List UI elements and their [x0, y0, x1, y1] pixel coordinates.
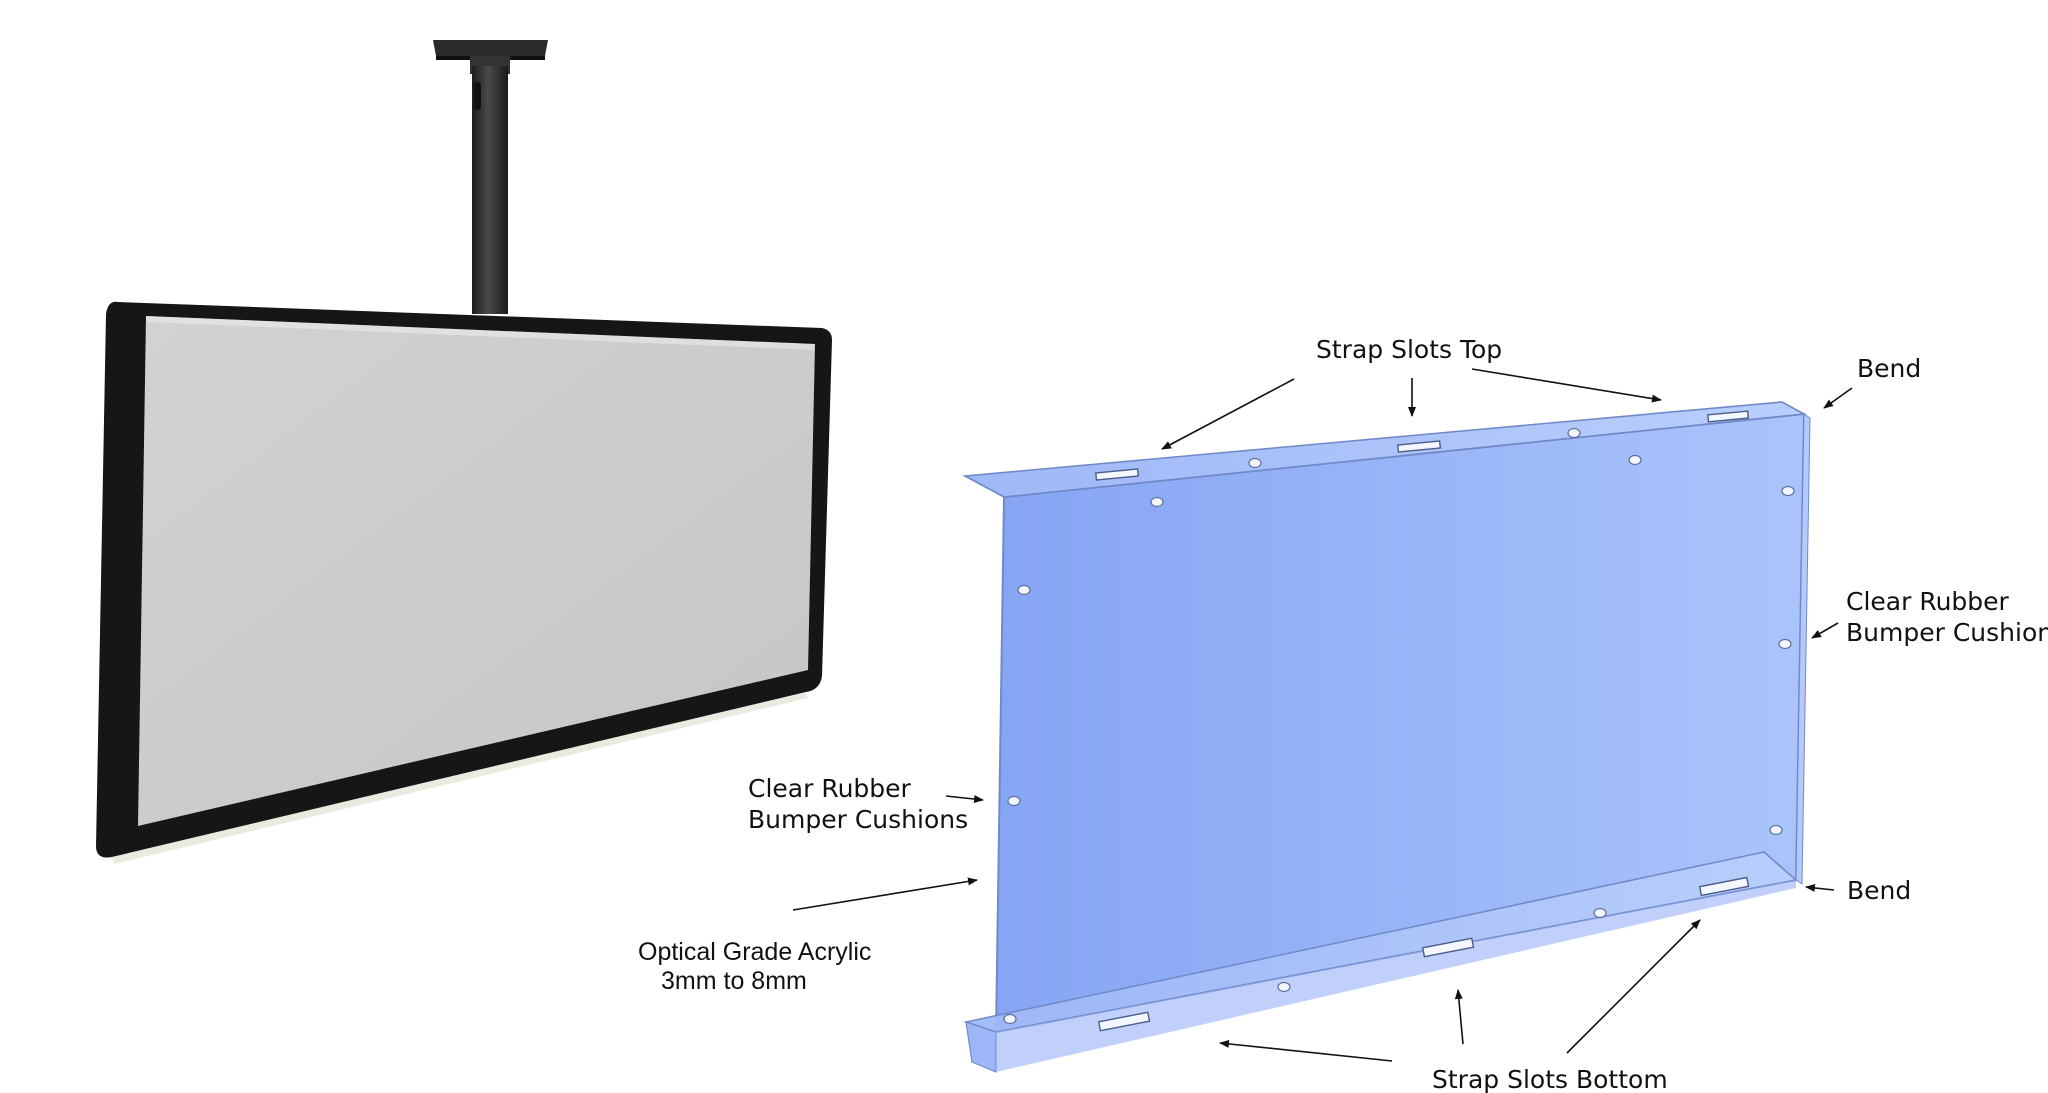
- label-clear-rubber-left-2: Bumper Cushions: [748, 805, 968, 834]
- strap-slot-bottom-3: [1698, 876, 1750, 897]
- arrow-bend-bottom: [1805, 883, 1835, 892]
- arrow-bend-top: [1823, 387, 1853, 409]
- cushion-hole: [1003, 1013, 1017, 1025]
- callout-labels: Strap Slots Top Bend Clear Rubber Bumper…: [638, 335, 2048, 1093]
- label-clear-rubber-left-1: Clear Rubber: [748, 774, 912, 803]
- cushion-hole: [1778, 638, 1792, 650]
- cushion-hole: [1007, 795, 1021, 807]
- ceiling-plate: [433, 40, 548, 56]
- label-strap-slots-bottom: Strap Slots Bottom: [1432, 1065, 1668, 1093]
- cushion-hole: [1593, 907, 1607, 919]
- cushion-hole: [1248, 457, 1262, 469]
- arrow-strap-top-left: [1161, 378, 1295, 450]
- arrow-strap-bottom-middle: [1454, 989, 1464, 1045]
- label-strap-slots-top: Strap Slots Top: [1316, 335, 1502, 364]
- arrow-strap-bottom-left: [1219, 1039, 1393, 1062]
- strap-slot-top-1: [1095, 468, 1140, 481]
- cushion-hole: [1150, 496, 1164, 508]
- label-optical-thickness: 3mm to 8mm: [661, 967, 807, 995]
- arrow-strap-top-right: [1471, 368, 1662, 403]
- strap-slot-top-3: [1707, 410, 1750, 423]
- cushion-hole: [1567, 427, 1581, 439]
- cushion-hole: [1628, 454, 1642, 466]
- strap-slot-bottom-1: [1097, 1011, 1151, 1032]
- strap-slot-bottom-2: [1421, 937, 1475, 958]
- cushion-hole: [1017, 584, 1031, 596]
- label-clear-rubber-right-1: Clear Rubber: [1846, 587, 2010, 616]
- arrow-optical-grade: [792, 877, 978, 911]
- arrow-strap-bottom-right: [1566, 919, 1701, 1054]
- monitor-screen: [138, 316, 815, 826]
- ceiling-monitor-illustration: [96, 40, 832, 864]
- callout-arrows: [792, 368, 1853, 1062]
- label-bend-top: Bend: [1857, 354, 1921, 383]
- arrow-cushion-left: [945, 795, 984, 804]
- label-optical-grade: Optical Grade Acrylic: [638, 938, 871, 966]
- label-clear-rubber-right-2: Bumper Cushions: [1846, 618, 2048, 647]
- cushion-hole: [1769, 824, 1783, 836]
- cushion-hole: [1781, 485, 1795, 497]
- strap-slot-top-2: [1397, 440, 1442, 453]
- label-bend-bottom: Bend: [1847, 876, 1911, 905]
- arrow-cushion-right: [1811, 622, 1839, 639]
- cushion-hole: [1277, 981, 1291, 993]
- acrylic-shield-illustration: [962, 401, 1811, 1073]
